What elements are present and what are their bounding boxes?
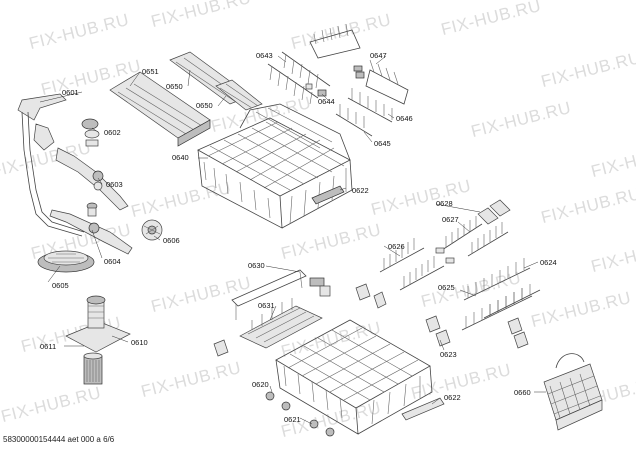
rack-end-cap-0622-lower [401,397,445,421]
label-0602: 0602 [104,128,121,137]
cutlery-tray-0651 [109,71,211,147]
label-0605: 0605 [52,281,69,290]
tine-clips-left [355,283,387,309]
part-labels: 0601 0602 0603 0604 0605 0606 0610 0611 … [40,51,557,424]
tine-row-0626 [379,238,455,291]
label-0610: 0610 [131,338,148,347]
label-0647: 0647 [370,51,387,60]
tine-row-0625 [461,258,533,331]
label-0604: 0604 [104,257,121,266]
label-0650-bottom: 0650 [196,101,213,110]
microfilter-cylinder [83,352,103,385]
tine-clips-0623 [425,315,529,349]
upper-spray-arm-assembly [17,93,129,237]
rack-rail-0650-bottom [215,79,263,111]
label-0644: 0644 [318,97,335,106]
tine-row-0627 [441,216,509,257]
document-footer: 58300000154444 aet 000 a 6/6 [3,435,115,444]
label-0645: 0645 [374,139,391,148]
label-0623: 0623 [440,350,457,359]
label-0625: 0625 [438,283,455,292]
label-0650-top: 0650 [166,82,183,91]
label-0640: 0640 [172,153,189,162]
label-0606: 0606 [163,236,180,245]
cutlery-basket-0660 [543,353,603,431]
label-0630: 0630 [248,261,265,270]
lower-basket [275,319,433,435]
label-0660: 0660 [514,388,531,397]
label-0646: 0646 [396,114,413,123]
label-0601: 0601 [62,88,79,97]
label-0627: 0627 [442,215,459,224]
label-0611: 0611 [40,342,56,351]
wheel-0620 [265,391,291,411]
tine-row-0624 [483,284,541,319]
label-0621: 0621 [284,415,301,424]
label-0603: 0603 [106,180,123,189]
tine-rack-0645 [335,104,373,137]
rack-end-cap-0622-upper [311,185,345,205]
sump-filter-assembly [65,295,131,353]
lower-spray-arm [49,202,133,255]
label-0622-upper: 0622 [352,186,369,195]
label-0631: 0631 [258,301,275,310]
clip-0644 [305,83,327,97]
filter-sieve [37,250,95,273]
label-0624: 0624 [540,258,557,267]
label-0643: 0643 [256,51,273,60]
tine-rack-0647 [309,23,409,105]
tine-holder-0628 [477,199,511,225]
leader-lines [39,55,546,425]
upper-basket-0640 [197,103,353,229]
rack-handle-0630 [213,269,331,357]
label-0622-lower: 0622 [444,393,461,402]
spray-arm-bearing [81,118,100,147]
wheel-0621 [309,419,335,437]
label-0626: 0626 [388,242,405,251]
label-0628: 0628 [436,199,453,208]
folding-tines-0631 [239,298,323,349]
label-0651: 0651 [142,67,159,76]
aqua-sensor-disc [141,219,163,241]
tine-rack-0646 [347,88,393,123]
label-0620: 0620 [252,380,269,389]
